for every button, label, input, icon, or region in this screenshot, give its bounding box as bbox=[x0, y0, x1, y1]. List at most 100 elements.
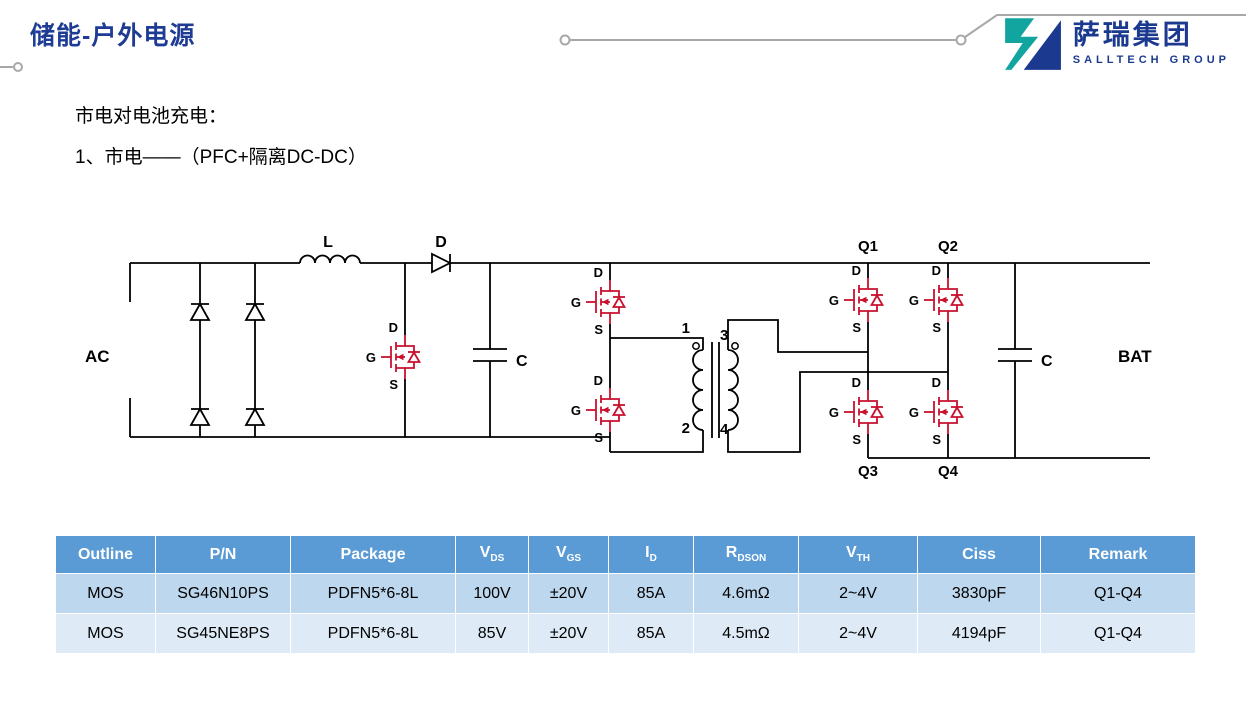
col-header-rdson: RDSON bbox=[693, 535, 799, 574]
label-gate: G bbox=[909, 405, 919, 420]
label-drain: D bbox=[852, 263, 861, 278]
label-bat: BAT bbox=[1118, 347, 1152, 366]
label-gate: G bbox=[571, 403, 581, 418]
table-cell: PDFN5*6-8L bbox=[290, 613, 456, 654]
label-terminal-2: 2 bbox=[682, 420, 690, 437]
table-cell: 3830pF bbox=[917, 573, 1041, 614]
label-drain: D bbox=[594, 373, 603, 388]
decoration-dot bbox=[559, 34, 571, 46]
logo-subtitle: SALLTECH GROUP bbox=[1072, 53, 1230, 66]
table-header-row: Outline P/N Package VDS VGS ID RDSON VTH… bbox=[55, 535, 1196, 574]
label-gate: G bbox=[571, 295, 581, 310]
logo-teal-shape bbox=[1004, 18, 1038, 70]
diode-icon bbox=[189, 407, 211, 426]
company-logo: 萨瑞集团 SALLTECH GROUP bbox=[1001, 12, 1230, 74]
label-source: S bbox=[932, 320, 941, 335]
table-row: MOS SG46N10PS PDFN5*6-8L 100V ±20V 85A 4… bbox=[55, 573, 1196, 614]
intro-line-2: 1、市电——（PFC+隔离DC-DC） bbox=[75, 147, 367, 168]
col-header-pn: P/N bbox=[155, 535, 291, 574]
label-source: S bbox=[594, 322, 603, 337]
polarity-dot-icon bbox=[692, 342, 700, 350]
diode-icon bbox=[189, 302, 211, 321]
table-cell: ±20V bbox=[528, 613, 609, 654]
bridge-rectifier-diodes bbox=[189, 302, 266, 426]
label-ac: AC bbox=[85, 347, 110, 366]
table-cell: 4.6mΩ bbox=[693, 573, 799, 614]
table-cell: 2~4V bbox=[798, 613, 918, 654]
table-cell: 100V bbox=[455, 573, 529, 614]
label-terminal-4: 4 bbox=[720, 421, 729, 438]
table-cell: MOS bbox=[55, 613, 156, 654]
col-header-package: Package bbox=[290, 535, 456, 574]
polarity-dot-icon bbox=[731, 342, 739, 350]
label-terminal-1: 1 bbox=[682, 320, 690, 337]
diode-icon bbox=[244, 407, 266, 426]
label-source: S bbox=[932, 432, 941, 447]
label-drain: D bbox=[389, 320, 398, 335]
logo-text-block: 萨瑞集团 SALLTECH GROUP bbox=[1073, 20, 1230, 65]
col-header-vgs: VGS bbox=[528, 535, 609, 574]
label-boost-diode: D bbox=[435, 234, 447, 251]
mosfet-icon-q4 bbox=[923, 389, 964, 435]
intro-line-1: 市电对电池充电： bbox=[75, 106, 228, 127]
label-q3: Q3 bbox=[858, 463, 878, 480]
label-terminal-3: 3 bbox=[720, 327, 728, 344]
mosfet-icon-pfc bbox=[380, 334, 421, 380]
mosfet-icon-q2 bbox=[923, 277, 964, 323]
table-cell: Q1-Q4 bbox=[1040, 573, 1196, 614]
circuit-wires bbox=[129, 254, 1150, 459]
table-cell: ±20V bbox=[528, 573, 609, 614]
decoration-dot bbox=[13, 62, 23, 72]
logo-name: 萨瑞集团 bbox=[1072, 20, 1193, 51]
boost-diode bbox=[431, 252, 453, 274]
decoration-line bbox=[964, 14, 1246, 38]
table-cell: PDFN5*6-8L bbox=[290, 573, 456, 614]
col-header-remark: Remark bbox=[1040, 535, 1196, 574]
mosfet-icon-q3 bbox=[843, 389, 884, 435]
page-title: 储能-户外电源 bbox=[30, 22, 196, 50]
header-decoration bbox=[0, 14, 1246, 72]
label-drain: D bbox=[852, 375, 861, 390]
table-row: MOS SG45NE8PS PDFN5*6-8L 85V ±20V 85A 4.… bbox=[55, 613, 1196, 654]
table-cell: Q1-Q4 bbox=[1040, 613, 1196, 654]
col-header-outline: Outline bbox=[55, 535, 156, 574]
label-gate: G bbox=[366, 350, 376, 365]
label-source: S bbox=[389, 377, 398, 392]
diode-icon bbox=[431, 252, 453, 274]
label-drain: D bbox=[932, 263, 941, 278]
table-cell: MOS bbox=[55, 573, 156, 614]
label-inductor: L bbox=[323, 234, 333, 251]
table-cell: SG46N10PS bbox=[155, 573, 291, 614]
label-drain: D bbox=[932, 375, 941, 390]
salltech-logo-icon bbox=[1004, 18, 1061, 70]
table-cell: 85A bbox=[608, 573, 694, 614]
decoration-dot bbox=[955, 34, 967, 46]
col-header-vth: VTH bbox=[798, 535, 918, 574]
diode-icon bbox=[244, 302, 266, 321]
label-gate: G bbox=[909, 293, 919, 308]
mosfet-spec-table: Outline P/N Package VDS VGS ID RDSON VTH… bbox=[55, 535, 1196, 654]
label-gate: G bbox=[829, 405, 839, 420]
mosfet-icon-q1 bbox=[843, 277, 884, 323]
table-cell: 4194pF bbox=[917, 613, 1041, 654]
col-header-ciss: Ciss bbox=[917, 535, 1041, 574]
table-cell: 85V bbox=[455, 613, 529, 654]
table-cell: 4.5mΩ bbox=[693, 613, 799, 654]
table-cell: SG45NE8PS bbox=[155, 613, 291, 654]
circuit-labels: AC L D C C BAT Q1 Q2 Q3 Q4 1 2 3 4 D G S… bbox=[85, 234, 1152, 480]
transformer-polarity-dots bbox=[692, 342, 739, 350]
label-q1: Q1 bbox=[858, 238, 878, 255]
label-bus-cap: C bbox=[516, 353, 528, 370]
label-source: S bbox=[594, 430, 603, 445]
mosfet-icon-halfbridge-high bbox=[585, 279, 626, 325]
label-source: S bbox=[852, 320, 861, 335]
label-source: S bbox=[852, 432, 861, 447]
col-header-id: ID bbox=[608, 535, 694, 574]
col-header-vds: VDS bbox=[455, 535, 529, 574]
label-q2: Q2 bbox=[938, 238, 958, 255]
label-q4: Q4 bbox=[938, 463, 959, 480]
table-cell: 85A bbox=[608, 613, 694, 654]
table-cell: 2~4V bbox=[798, 573, 918, 614]
label-gate: G bbox=[829, 293, 839, 308]
mosfet-icon-halfbridge-low bbox=[585, 387, 626, 433]
